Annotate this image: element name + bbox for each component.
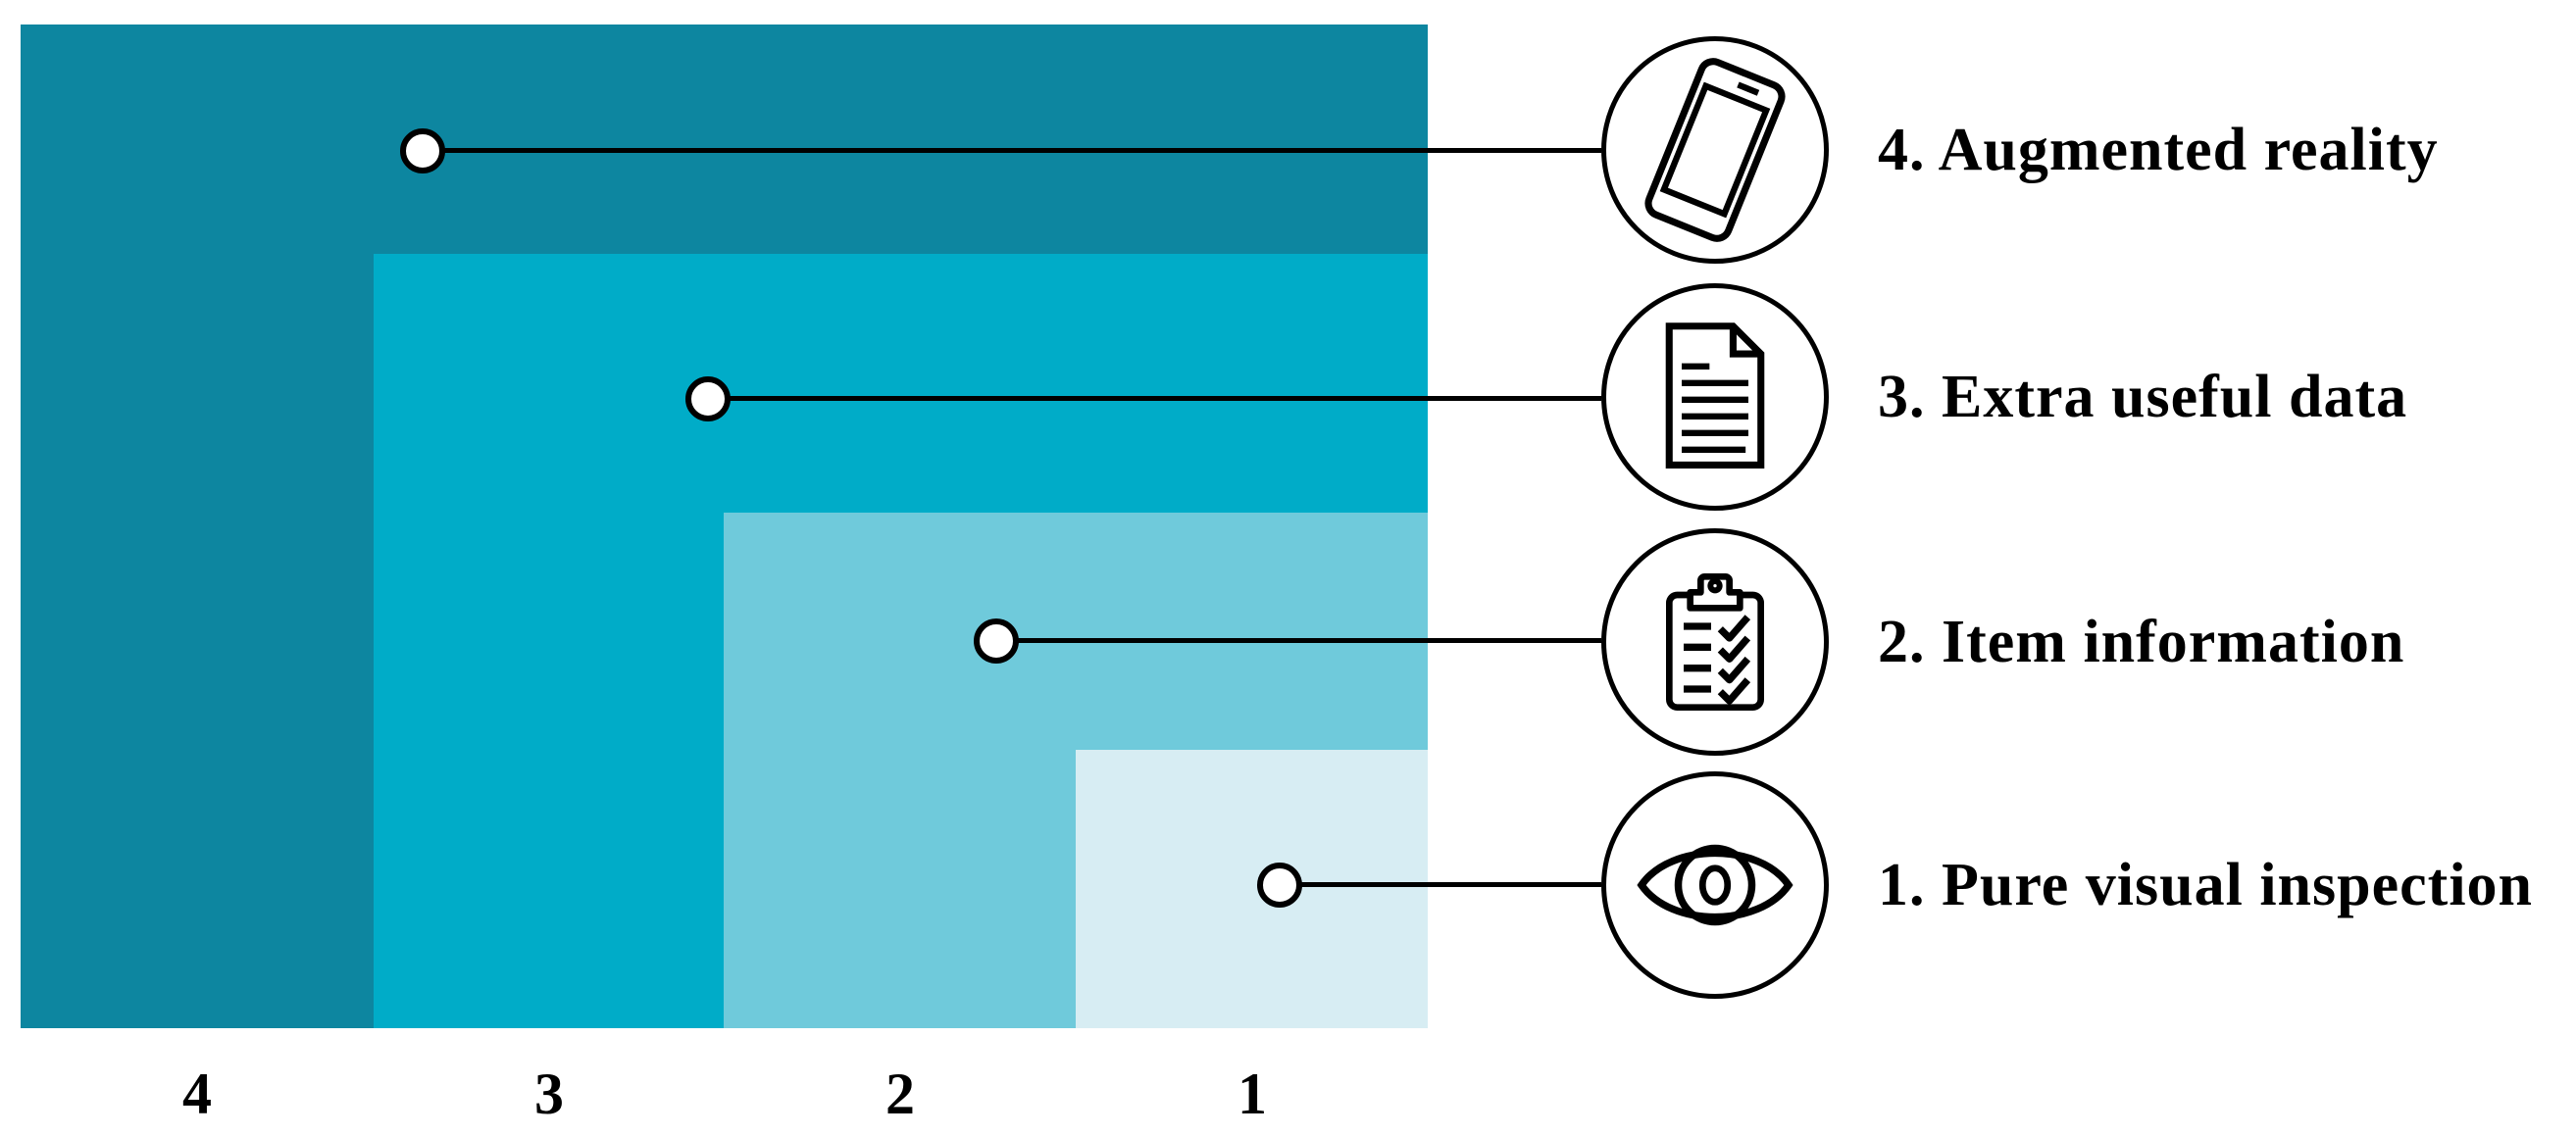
icon-circle-visual-inspection (1601, 771, 1829, 999)
axis-label-3: 3 (534, 1062, 564, 1126)
level-2-label: 2. Item information (1878, 608, 2405, 675)
icon-circle-extra-data (1601, 283, 1829, 511)
document-icon (1665, 322, 1765, 469)
axis-label-1: 1 (1237, 1062, 1267, 1126)
level-1-square (1076, 750, 1428, 1028)
axis-label-4: 4 (182, 1062, 212, 1126)
clipboard-icon (1666, 573, 1764, 711)
callout-dot-1 (1257, 863, 1302, 908)
callout-dot-2 (974, 618, 1019, 664)
level-3-label: 3. Extra useful data (1878, 363, 2408, 430)
icon-circle-augmented-reality (1601, 36, 1829, 264)
callout-line-2 (996, 638, 1601, 643)
callout-dot-4 (400, 128, 445, 173)
callout-line-4 (423, 148, 1601, 153)
icon-circle-item-information (1601, 528, 1829, 756)
eye-icon (1637, 844, 1793, 926)
callout-dot-3 (685, 376, 731, 421)
level-4-label: 4. Augmented reality (1878, 116, 2439, 183)
axis-label-2: 2 (885, 1062, 915, 1126)
callout-line-3 (708, 396, 1601, 401)
level-1-label: 1. Pure visual inspection (1878, 851, 2534, 918)
smartphone-icon (1644, 58, 1786, 242)
callout-line-1 (1280, 882, 1601, 887)
